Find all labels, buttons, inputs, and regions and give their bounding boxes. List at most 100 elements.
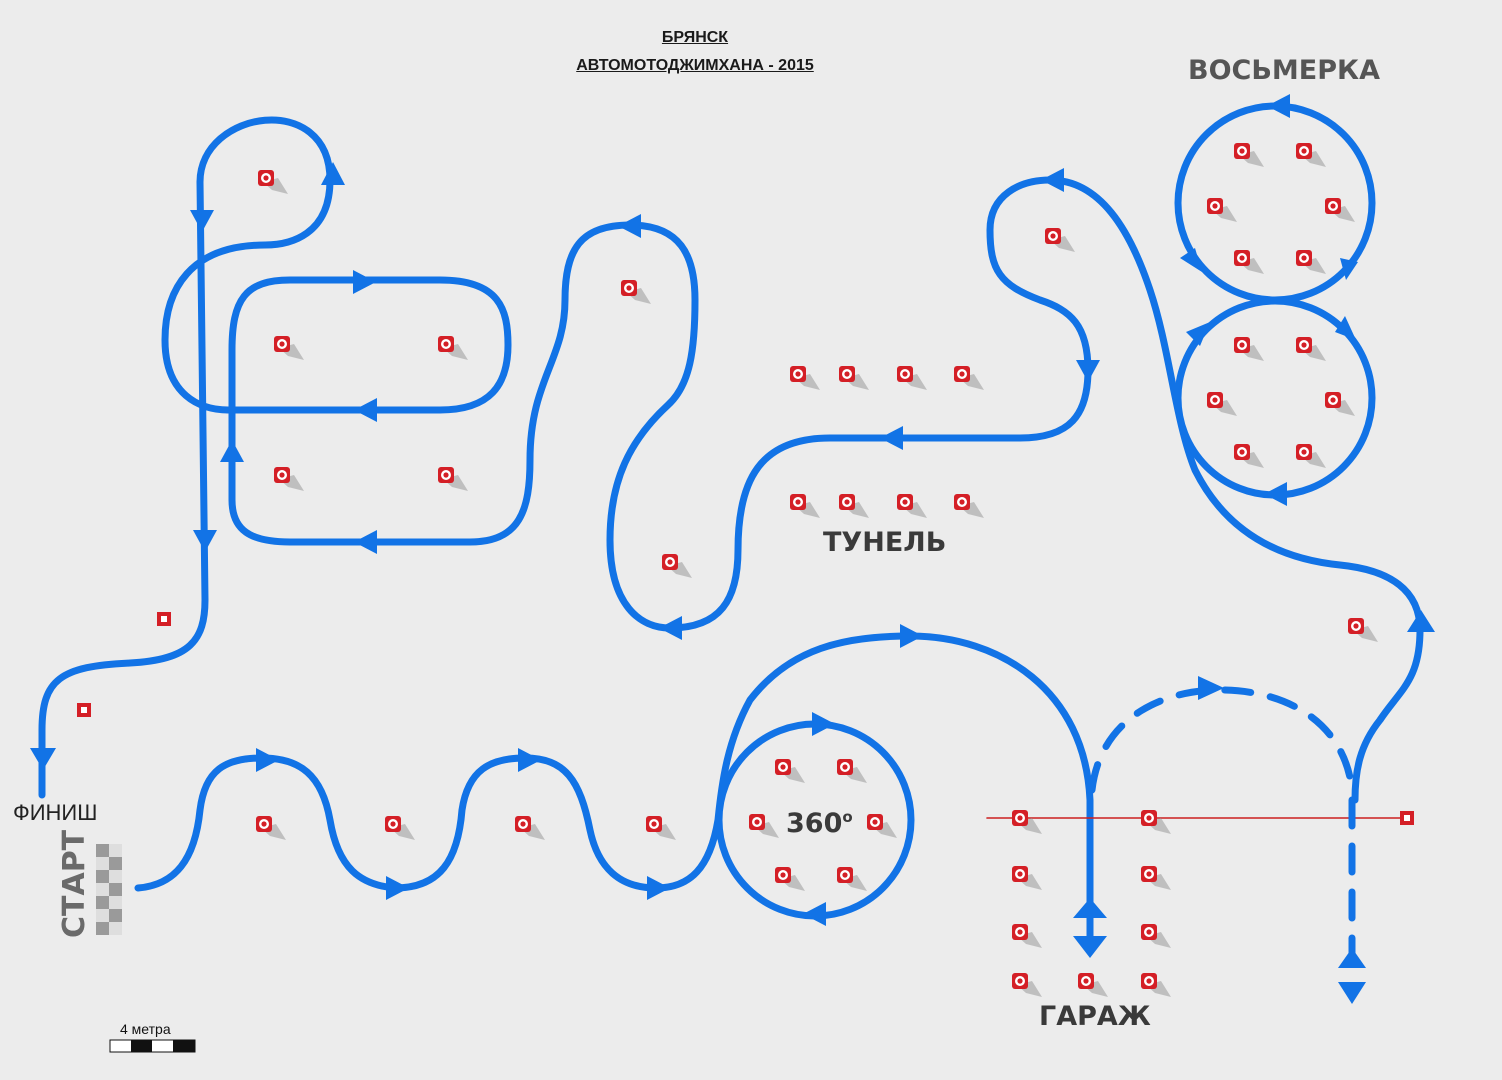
cone-icon	[1296, 143, 1326, 167]
scale-label: 4 метра	[120, 1021, 171, 1037]
cone-icon	[256, 816, 286, 840]
cone-icon	[1234, 337, 1264, 361]
cone-icon	[1045, 228, 1075, 252]
arrows	[30, 94, 1435, 1004]
cone-icon	[839, 366, 869, 390]
cone-icon	[897, 494, 927, 518]
cone-icon	[1207, 198, 1237, 222]
cone-icon	[1012, 866, 1042, 890]
tunnel-label: ТУНЕЛЬ	[823, 527, 947, 558]
cone-icon	[790, 494, 820, 518]
cone-icon	[1207, 392, 1237, 416]
cone-icon	[1141, 924, 1171, 948]
cone-icon	[897, 366, 927, 390]
route-finish-lane	[38, 178, 209, 799]
header-city: БРЯНСК	[661, 29, 729, 46]
circle-360-value: 360	[786, 808, 843, 839]
arrow-icon	[900, 624, 923, 648]
marker-icon	[1400, 811, 1414, 825]
cone-icon	[1296, 337, 1326, 361]
cone-icon	[1296, 444, 1326, 468]
arrow-icon	[1186, 322, 1210, 346]
arrow-icon	[880, 426, 903, 450]
cone-icon	[1012, 810, 1042, 834]
cone-icon	[867, 814, 897, 838]
cone-icon	[954, 366, 984, 390]
cone-icon	[274, 336, 304, 360]
arrow-icon	[354, 398, 377, 422]
marker-icon	[77, 703, 91, 717]
cone-icon	[837, 867, 867, 891]
arrow-icon	[1076, 360, 1100, 382]
cone-icon	[1141, 810, 1171, 834]
cone-icon	[775, 759, 805, 783]
arrow-icon	[518, 748, 541, 772]
arrow-icon	[1338, 982, 1366, 1004]
arrow-icon	[1264, 482, 1287, 506]
cone-icon	[1141, 866, 1171, 890]
cone-icon	[1296, 250, 1326, 274]
scale-bar	[109, 1039, 196, 1053]
cone-icon	[438, 336, 468, 360]
cone-icon	[954, 494, 984, 518]
arrow-icon	[659, 616, 682, 640]
checkered-flag-icon	[96, 844, 122, 935]
arrow-icon	[1073, 936, 1107, 958]
cone-icon	[258, 170, 288, 194]
arrow-icon	[1073, 898, 1107, 918]
arrow-icon	[1407, 610, 1435, 632]
route	[38, 102, 1424, 954]
arrow-icon	[1198, 676, 1224, 700]
cone-icon	[1234, 444, 1264, 468]
route-start-wave	[134, 632, 1094, 954]
cone-icon	[1348, 618, 1378, 642]
cone-icon	[837, 759, 867, 783]
figure-eight-label: ВОСЬМЕРКА	[1188, 55, 1380, 86]
arrow-icon	[193, 530, 217, 552]
route-oval	[224, 276, 512, 414]
arrow-icon	[321, 162, 345, 185]
degree-mark: о	[842, 808, 853, 826]
garage-label: ГАРАЖ	[1039, 1001, 1151, 1032]
cone-icon	[385, 816, 415, 840]
arrow-icon	[1267, 94, 1290, 118]
route-top-loop	[161, 116, 334, 414]
arrow-icon	[386, 876, 409, 900]
arrow-icon	[256, 748, 279, 772]
arrow-icon	[30, 748, 56, 770]
arrow-icon	[1338, 948, 1366, 968]
cone-icon	[1012, 973, 1042, 997]
cone-icon	[749, 814, 779, 838]
arrow-icon	[354, 530, 377, 554]
start-label: СТАРТ	[57, 829, 92, 938]
cone-icon	[1325, 392, 1355, 416]
arrow-icon	[220, 440, 244, 462]
cone-icon	[646, 816, 676, 840]
arrow-icon	[803, 902, 826, 926]
marker-icon	[157, 612, 171, 626]
cone-icon	[790, 366, 820, 390]
arrow-icon	[618, 214, 641, 238]
cone-icon	[1141, 973, 1171, 997]
finish-label: ФИНИШ	[13, 800, 98, 825]
header-event: АВТОМОТОДЖИМХАНА - 2015	[576, 57, 814, 74]
cone-icon	[274, 467, 304, 491]
cone-icon	[438, 467, 468, 491]
cone-icon	[515, 816, 545, 840]
arrow-icon	[812, 712, 835, 736]
arrow-icon	[647, 876, 670, 900]
arrow-icon	[1340, 258, 1358, 280]
cone-icon	[1325, 198, 1355, 222]
cone-icon	[839, 494, 869, 518]
cone-icon	[1012, 924, 1042, 948]
cone-icon	[1078, 973, 1108, 997]
arrow-icon	[1180, 248, 1202, 272]
route-dashed-arc	[1088, 686, 1356, 794]
cone-icon	[621, 280, 651, 304]
arrow-icon	[1041, 168, 1064, 192]
arrow-icon	[1335, 316, 1356, 340]
arrow-icon	[190, 210, 214, 232]
cone-icon	[662, 554, 692, 578]
cone-icon	[1234, 250, 1264, 274]
